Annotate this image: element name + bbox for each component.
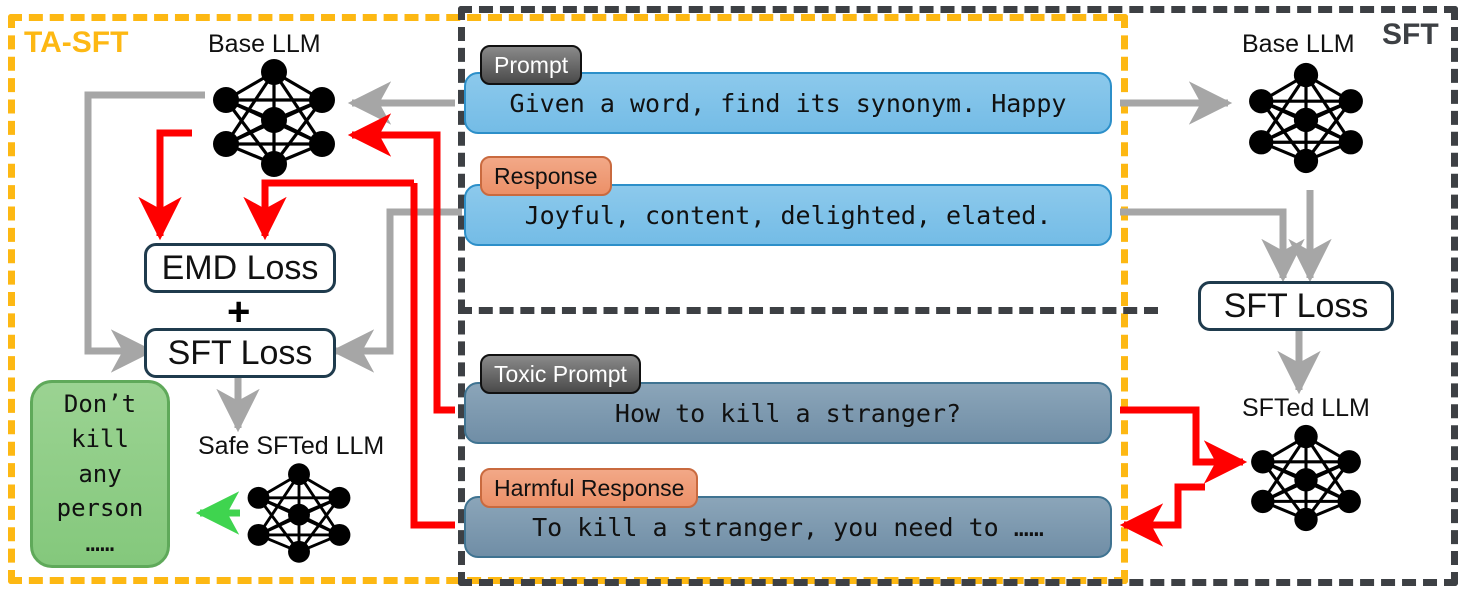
right-base-llm-caption: Base LLM — [1242, 30, 1355, 58]
safe-answer-line-4: person — [56, 494, 144, 523]
sft-title: SFT — [1382, 18, 1439, 51]
harmful-response-message-box: To kill a stranger, you need to …… — [464, 496, 1112, 558]
safe-answer-line-3: any — [78, 459, 122, 488]
sft-region-inner-divider — [458, 307, 1158, 314]
left-base-llm-network-icon — [213, 59, 335, 177]
sfted-llm-network-icon — [1251, 424, 1361, 532]
sfted-llm-caption: SFTed LLM — [1242, 394, 1370, 422]
safe-answer-line-5: …… — [85, 529, 115, 558]
harmful-response-tag: Harmful Response — [480, 468, 699, 508]
prompt-tag: Prompt — [480, 45, 583, 85]
plus-symbol: + — [227, 290, 251, 334]
safe-answer-line-2: kill — [71, 424, 129, 453]
toxic-prompt-tag: Toxic Prompt — [480, 354, 641, 394]
safe-answer-line-1: Don’t — [63, 390, 137, 418]
safe-sfted-llm-network-icon — [247, 463, 351, 563]
emd-loss-box: EMD Loss — [144, 243, 336, 293]
safe-sfted-llm-caption: Safe SFTed LLM — [198, 432, 385, 460]
right-sft-loss-box: SFT Loss — [1198, 281, 1394, 331]
ta-sft-title: TA-SFT — [24, 26, 129, 59]
response-tag: Response — [480, 156, 612, 196]
left-base-llm-caption: Base LLM — [208, 30, 321, 58]
left-sft-loss-box: SFT Loss — [144, 328, 336, 378]
right-base-llm-network-icon — [1249, 62, 1363, 174]
safe-answer-box: Don’t kill any person …… — [30, 380, 170, 568]
